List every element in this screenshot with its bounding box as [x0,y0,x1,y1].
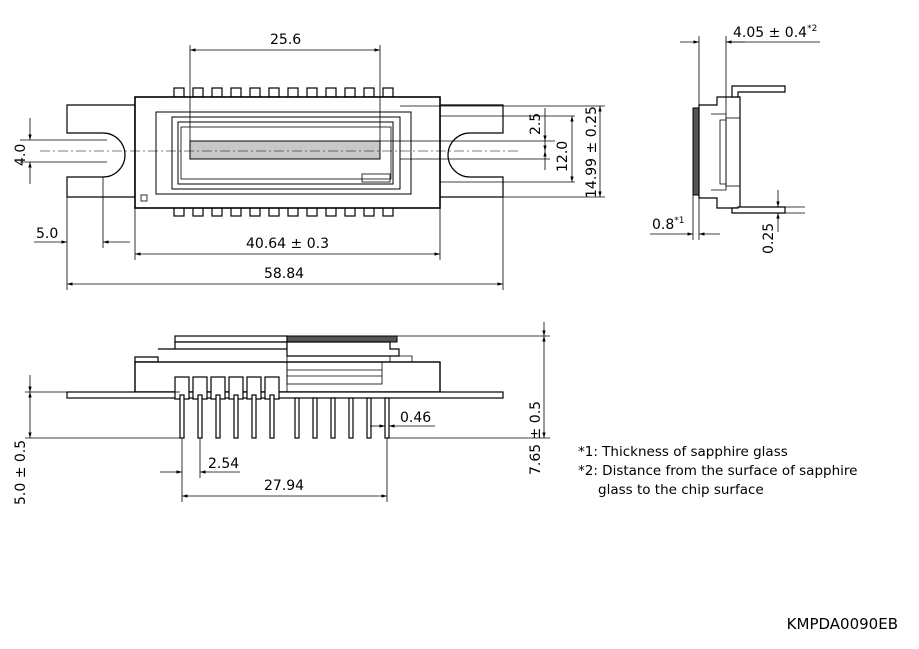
mounting-flange-right [439,104,504,198]
window-frame [171,116,401,190]
dim-lead-span: 27.94 [264,478,304,494]
dim-lead-width: 0.46 [400,410,431,426]
dim-package-height: 14.99 ± 0.25 [584,106,600,198]
dim-total-height: 7.65 ± 0.5 [528,401,544,475]
marking-label [361,173,391,183]
mounting-flange [66,104,136,198]
drawing-code: KMPDA0090EB [787,615,898,633]
front-view: 7.65 ± 0.5 0.46 5.0 ± 0.5 2.54 27.94 [13,322,550,505]
glass-edge [286,335,398,343]
dim-lead-length: 5.0 ± 0.5 [13,440,29,505]
sensor-area [189,140,381,160]
dim-window-height: 12.0 [555,141,571,172]
front-flange [66,391,504,399]
notes: *1: Thickness of sapphire glass *2: Dist… [578,444,857,498]
side-lead-bottom [731,206,786,214]
window-outer [155,111,412,195]
index-mark [140,194,148,202]
dim-slot-offset: 5.0 [36,226,58,242]
side-lead-top [731,85,786,98]
dim-slot-width: 4.0 [13,144,29,166]
dim-side-thickness: 4.05 ± 0.4*2 [733,24,817,41]
note-2-cont: glass to the chip surface [598,482,764,498]
dim-glass-thickness: 0.8*1 [652,216,685,233]
side-view: 4.05 ± 0.4*2 0.8*1 0.25 [650,24,820,254]
note-1: *1: Thickness of sapphire glass [578,444,788,460]
note-2: *2: Distance from the surface of sapphir… [578,463,857,479]
dim-overall-length: 58.84 [264,266,304,282]
pin-sockets [174,376,280,400]
dim-top-span: 25.6 [270,32,301,48]
dim-pin-offset: 2.5 [528,113,544,135]
front-leads [179,394,390,439]
dim-body-length: 40.64 ± 0.3 [246,236,329,252]
top-pin-row [173,87,394,98]
dim-lead-pitch: 2.54 [208,456,239,472]
window-inner [177,121,394,185]
dim-lead-offset: 0.25 [761,223,777,254]
sapphire-glass [692,107,700,196]
top-view: 25.6 2.5 12.0 14.99 ± 0.25 4.0 5.0 [13,32,605,290]
